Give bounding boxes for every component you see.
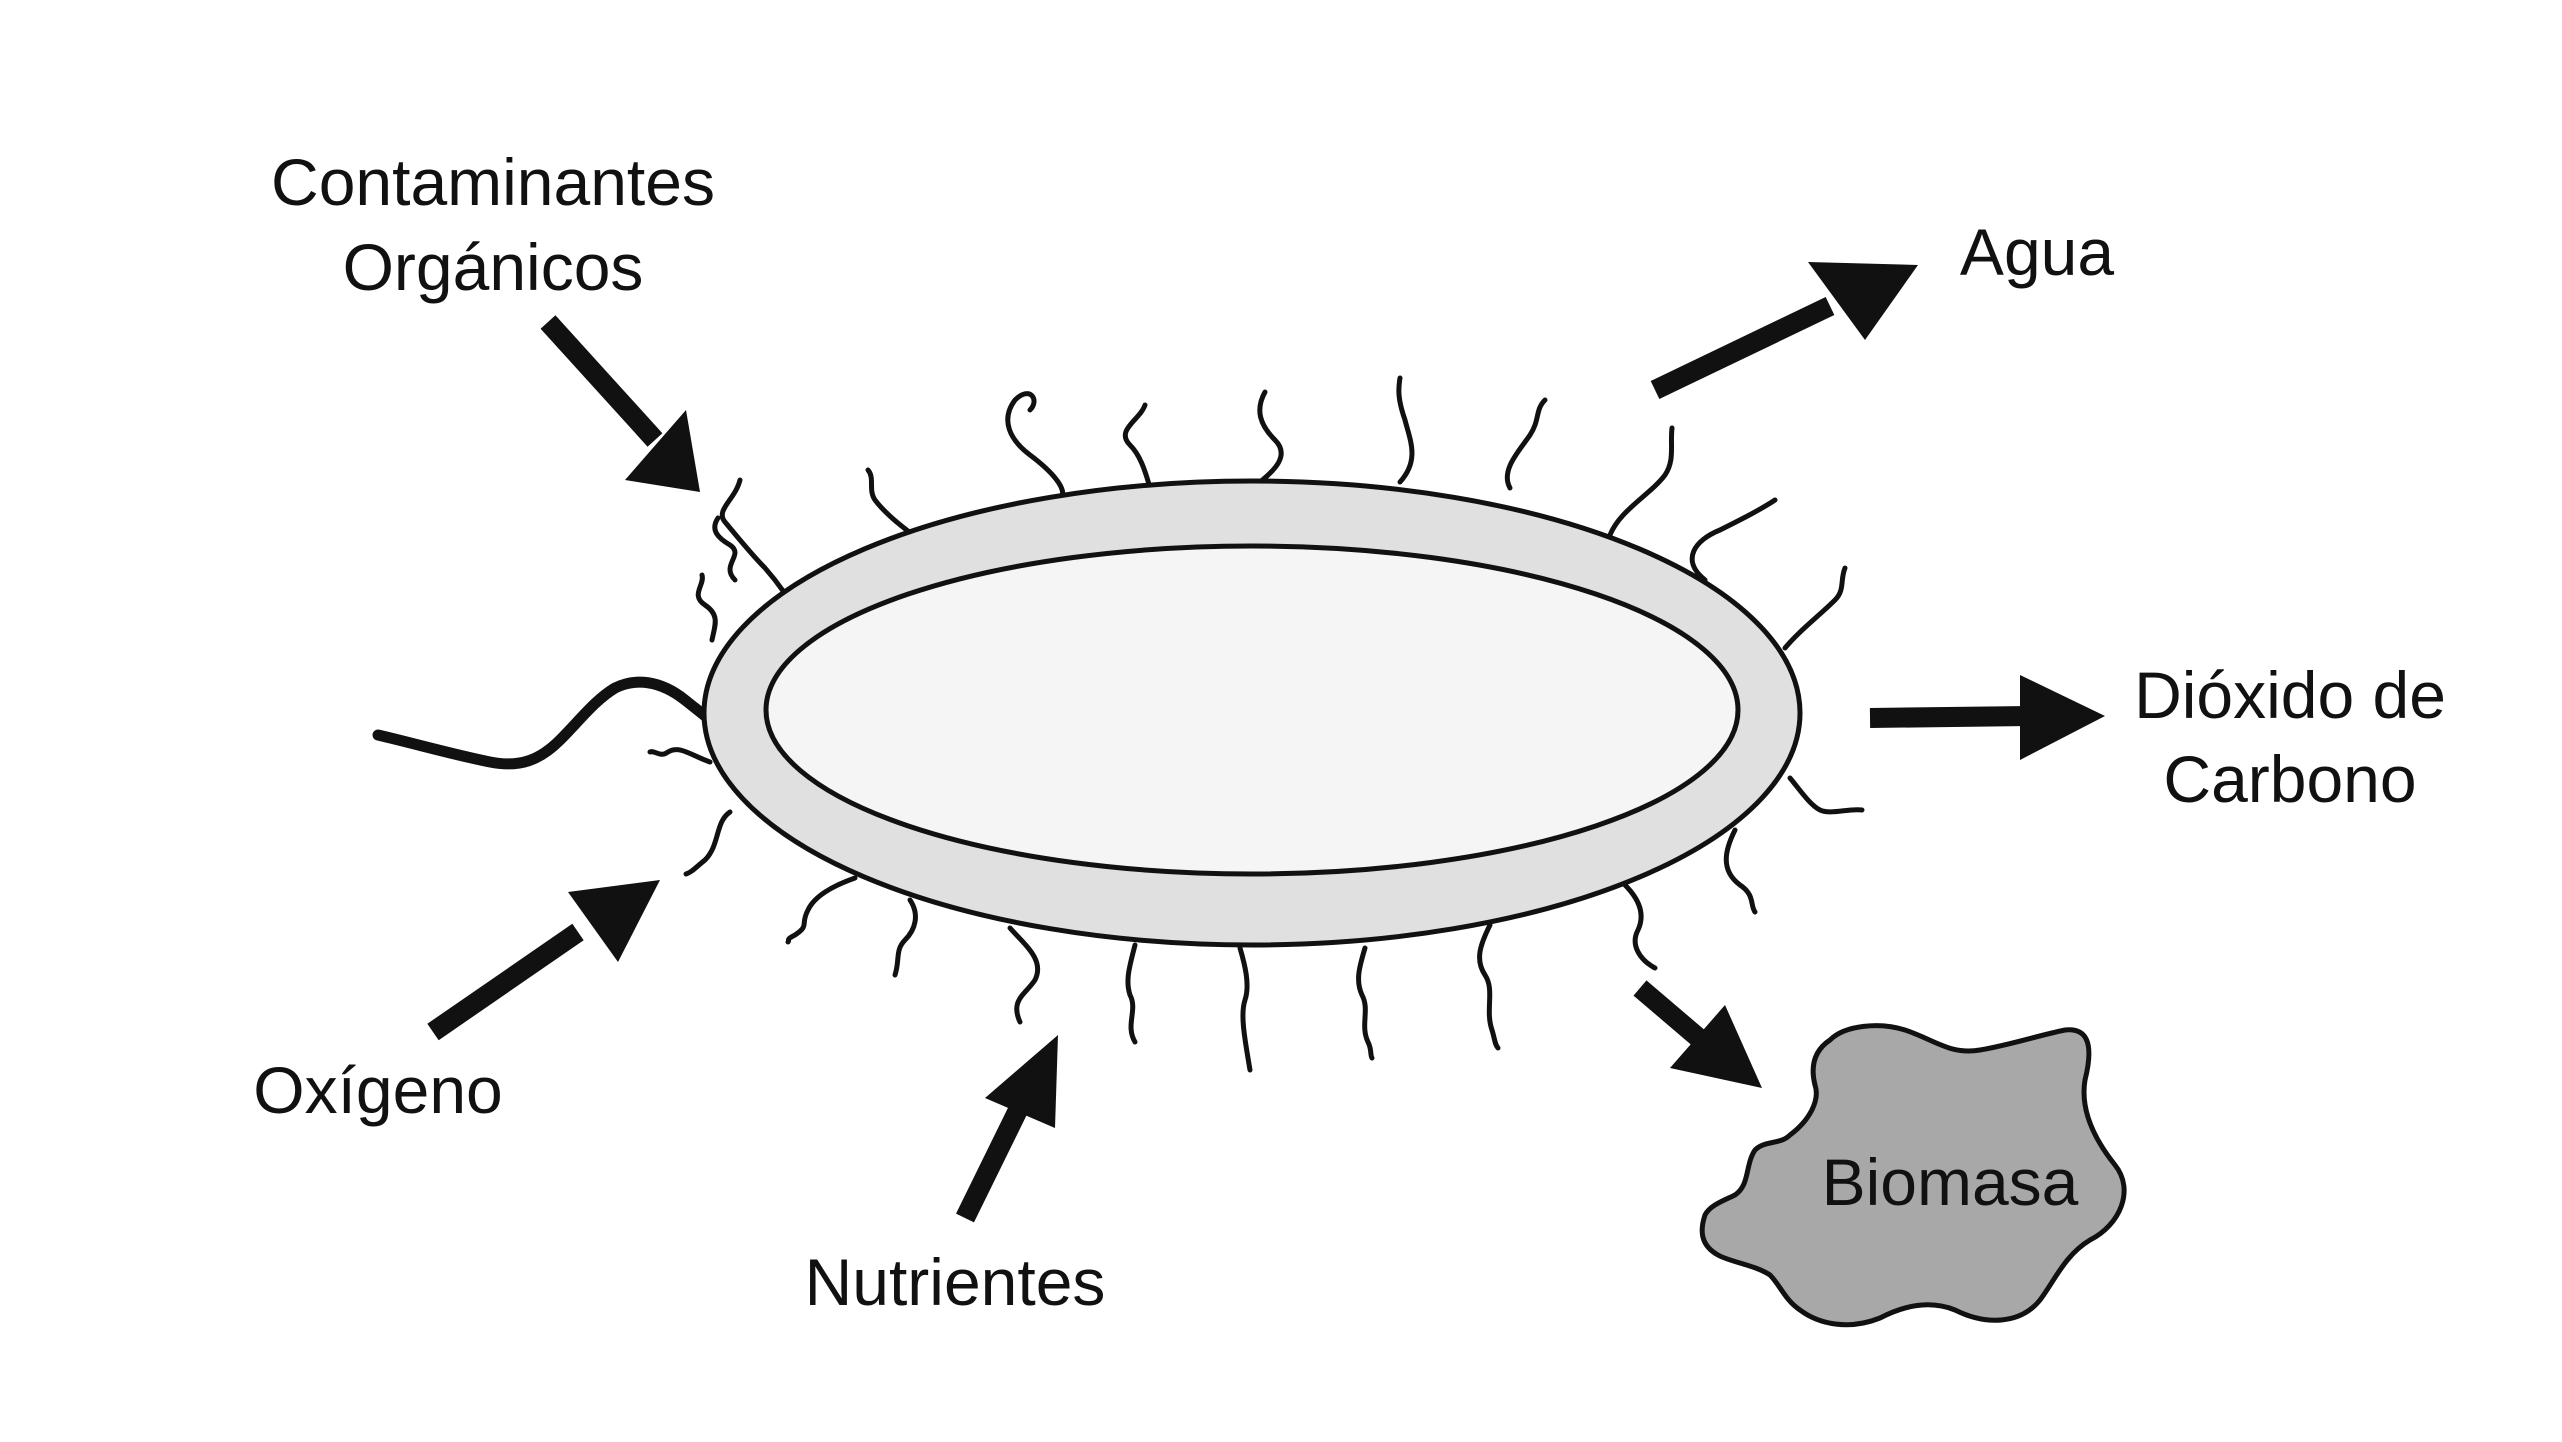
label-oxygen: Oxígeno bbox=[253, 1053, 503, 1127]
pilus bbox=[1122, 402, 1153, 491]
pilus bbox=[1622, 882, 1658, 971]
pilus bbox=[1257, 389, 1284, 485]
arrows bbox=[427, 262, 2105, 1223]
arrow-water-out bbox=[1650, 262, 1918, 400]
arrow-nutrients-in bbox=[956, 1035, 1058, 1223]
pilus bbox=[1356, 945, 1375, 1061]
pili bbox=[647, 375, 1865, 1073]
label-co2-line2: Carbono bbox=[2163, 742, 2416, 816]
arrow-organic-contaminants-in bbox=[540, 315, 700, 492]
arrow-oxygen-in bbox=[427, 880, 660, 1041]
pilus bbox=[1005, 391, 1066, 503]
label-organic-contaminants-line2: Orgánicos bbox=[343, 230, 644, 304]
pilus bbox=[785, 875, 858, 945]
pilus bbox=[1396, 375, 1415, 485]
pilus bbox=[1782, 565, 1848, 651]
pilus bbox=[1689, 497, 1778, 583]
label-co2-line1: Dióxido de bbox=[2134, 658, 2446, 732]
label-biomass: Biomasa bbox=[1822, 1145, 2079, 1219]
pilus bbox=[1477, 922, 1501, 1051]
arrow-biomass-out bbox=[1633, 980, 1762, 1088]
pilus bbox=[683, 809, 733, 877]
pilus bbox=[695, 572, 718, 643]
pilus bbox=[1787, 775, 1865, 815]
flagellum bbox=[372, 676, 718, 770]
pilus bbox=[892, 897, 918, 978]
pilus bbox=[1504, 397, 1548, 491]
pilus bbox=[1125, 942, 1138, 1045]
label-water: Agua bbox=[1960, 215, 2114, 289]
pilus bbox=[712, 515, 738, 583]
arrow-co2-out bbox=[1869, 675, 2105, 760]
label-nutrients: Nutrientes bbox=[805, 1245, 1106, 1319]
biomass-blob bbox=[1699, 1023, 2127, 1328]
pilus bbox=[1007, 925, 1041, 1025]
pilus bbox=[1607, 425, 1675, 538]
pilus bbox=[647, 747, 713, 765]
pilus bbox=[1723, 827, 1758, 915]
label-organic-contaminants-line1: Contaminantes bbox=[271, 145, 715, 219]
pilus bbox=[1237, 945, 1253, 1073]
cytoplasm bbox=[763, 543, 1741, 877]
